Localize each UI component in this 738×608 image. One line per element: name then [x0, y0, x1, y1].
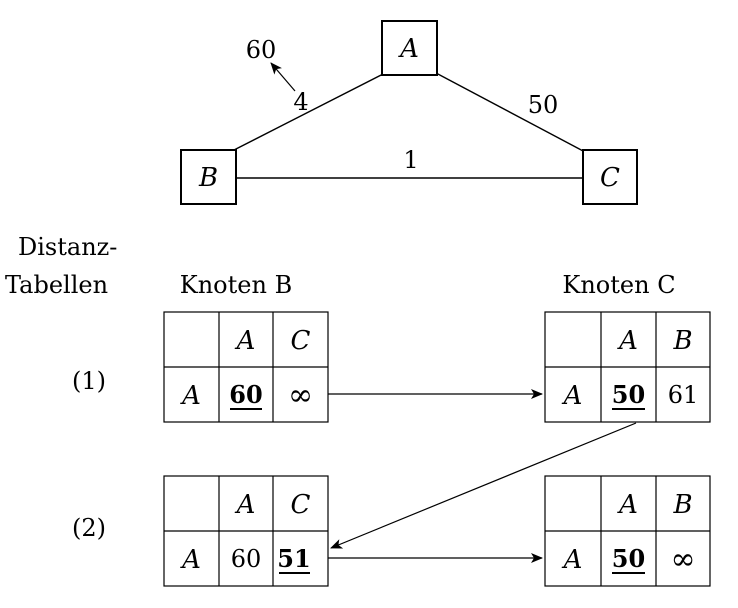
edge-a-b: [233, 72, 386, 151]
node-c-label: C: [600, 163, 620, 193]
node-b-box: [180, 149, 237, 205]
node-c-box: [582, 149, 638, 205]
node-b-label: B: [198, 163, 218, 193]
table-c2-row-a: A: [562, 545, 583, 575]
table-knoten-c-step-2: A B A 50 ∞: [544, 475, 711, 587]
knoten-b-title: Knoten B: [180, 271, 292, 299]
table-b1-row-a: A: [180, 381, 201, 411]
table-b1-value-c: ∞: [288, 378, 313, 413]
table-knoten-c-step-1: A B A 50 61: [544, 311, 711, 423]
table-c1-row-a: A: [562, 381, 583, 411]
step-1-label: (1): [72, 367, 106, 395]
tabellen-label: Tabellen: [5, 271, 108, 299]
edge-a-c: [435, 72, 586, 153]
table-knoten-b-step-2: A C A 60 51: [163, 475, 329, 587]
table-c1-header-b: B: [672, 326, 692, 356]
edge-b-c-weight: 1: [403, 146, 418, 174]
knoten-c-title: Knoten C: [562, 271, 675, 299]
table-b1-value-a: 60: [229, 380, 262, 409]
table-b2-header-c: C: [291, 490, 311, 520]
table-knoten-b-step-1: A C A 60 ∞: [163, 311, 329, 423]
edge-a-b-weight: 4: [293, 88, 308, 116]
edge-a-c-weight: 50: [528, 91, 559, 119]
table-c1-value-b: 61: [668, 381, 699, 409]
table-c2-value-b: ∞: [671, 542, 696, 577]
table-b1-header-a: A: [235, 326, 256, 356]
table-c2-header-b: B: [672, 490, 692, 520]
table-b2-header-a: A: [235, 490, 256, 520]
poison-arrow: [270, 62, 296, 92]
table-c1-value-a: 50: [612, 380, 645, 409]
node-a-label: A: [398, 34, 419, 64]
poison-value-label: 60: [246, 36, 277, 64]
table-c2-value-a: 50: [612, 544, 645, 573]
table-b2-value-a: 60: [231, 545, 262, 573]
table-b2-row-a: A: [180, 545, 201, 575]
table-b2-value-c: 51: [277, 544, 310, 573]
distanz-label: Distanz-: [18, 233, 117, 261]
table-c2-header-a: A: [617, 490, 638, 520]
table-c1-header-a: A: [617, 326, 638, 356]
node-a-box: [381, 20, 438, 76]
arrow-c1-to-b2: [330, 422, 637, 549]
step-2-label: (2): [72, 514, 106, 542]
table-b1-header-c: C: [291, 326, 311, 356]
